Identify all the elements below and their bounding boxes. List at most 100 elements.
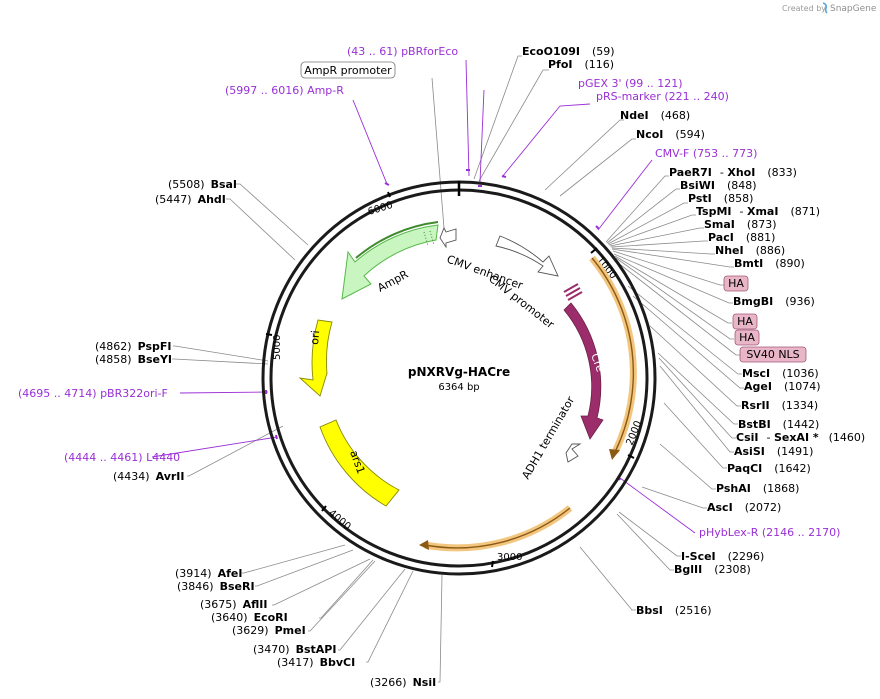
feature-ori[interactable]: ori (298, 319, 333, 397)
site-nhei[interactable]: NheI(886) (715, 244, 785, 257)
tick-label-5000: 5000 (272, 335, 283, 360)
site-pmei[interactable]: (3629)PmeI (232, 624, 306, 637)
site-iscei[interactable]: I-SceI(2296) (681, 550, 764, 563)
position-ticks (265, 191, 635, 568)
tick-label-4000: 4000 (326, 508, 353, 533)
primer-pbrforeco[interactable]: (43 .. 61) pBRforEco (347, 45, 458, 58)
ampr-promoter-box[interactable]: AmpR promoter (300, 61, 396, 79)
ha-tag-box-1[interactable]: HA (723, 275, 749, 292)
ampr-arc (341, 224, 439, 300)
site-ncoi[interactable]: NcoI(594) (636, 128, 705, 141)
ori-arrow (298, 319, 333, 397)
primer-cmvf[interactable]: CMV-F (753 .. 773) (655, 147, 757, 160)
site-bsiwi[interactable]: BsiWI(848) (680, 179, 757, 192)
leader-aflii (272, 558, 371, 606)
site-bstbi[interactable]: BstBI(1442) (738, 418, 819, 431)
site-bsai[interactable]: (5508)BsaI (168, 178, 237, 191)
site-bstapi[interactable]: (3470)BstAPI (253, 643, 336, 656)
site-psti[interactable]: PstI(858) (688, 192, 753, 205)
site-smai[interactable]: SmaI(873) (704, 218, 777, 231)
leader-ecoo109i (473, 55, 522, 180)
ha-tag-box-3[interactable]: HA (734, 329, 760, 346)
tick-mark-1000 (590, 247, 598, 254)
leader-bstapi (338, 568, 406, 651)
leader-ncoi (559, 138, 636, 197)
leader-tspmi (608, 214, 696, 246)
site-pspfi[interactable]: (4862)PspFI (95, 340, 171, 353)
leader-pshai (659, 443, 716, 490)
primer-prs-marker[interactable]: pRS-marker (221 .. 240) (596, 90, 729, 103)
orf-arcs (419, 255, 637, 552)
site-paqci[interactable]: PaqCI(1642) (727, 462, 811, 475)
leader-bbsi (579, 546, 636, 611)
site-ecori[interactable]: (3640)EcoRI (211, 611, 288, 624)
site-bbsi[interactable]: BbsI(2516) (636, 604, 711, 617)
feature-cmv[interactable]: CMV enhancer CMV promoter (445, 235, 559, 331)
site-aflii[interactable]: (3675)AflII (200, 598, 267, 611)
leader-paci (610, 240, 708, 248)
primer-ampr[interactable]: (5997 .. 6016) Amp-R (225, 84, 344, 97)
site-tspmi[interactable]: TspMI- XmaI(871) (696, 205, 820, 218)
site-pshai[interactable]: PshAI(1868) (716, 482, 799, 495)
leader-pmei (308, 560, 376, 632)
site-asci[interactable]: AscI(2072) (707, 501, 781, 514)
site-csii[interactable]: CsiI- SexAI *(1460) (736, 431, 865, 444)
primer-pbr322ori[interactable]: (4695 .. 4714) pBR322ori-F (18, 387, 168, 400)
leader-agei (632, 295, 744, 389)
sv40-nls-box[interactable]: SV40 NLS (739, 346, 807, 363)
leader-asci (641, 486, 707, 509)
leader-iscei (618, 511, 681, 557)
leader-pfoi (478, 69, 549, 182)
site-bmgbi[interactable]: BmgBI(936) (733, 295, 815, 308)
site-bbvci[interactable]: (3417)BbvCI (277, 656, 355, 669)
ampr-hatch (423, 230, 435, 247)
site-ndei[interactable]: NdeI(468) (620, 109, 690, 122)
cmv-enhancer-arrow (495, 235, 559, 277)
cre-arrow (563, 302, 604, 440)
leader-bseyi (172, 358, 269, 365)
leader-nhei (611, 247, 715, 255)
site-bseri[interactable]: (3846)BseRI (177, 580, 255, 593)
primer-pgex3[interactable]: pGEX 3' (99 .. 121) (578, 77, 683, 90)
site-bmti[interactable]: BmtI(890) (734, 257, 805, 270)
tick-mark-5000 (265, 333, 273, 336)
site-nsii[interactable]: (3266)NsiI (370, 676, 436, 689)
feature-ampr-promoter-arrow[interactable] (439, 226, 457, 249)
site-paci[interactable]: PacI(881) (708, 231, 775, 244)
leader-ampr-primer (352, 99, 388, 185)
feature-cre[interactable]: Cre (563, 302, 607, 440)
site-agei[interactable]: AgeI(1074) (744, 380, 821, 393)
ha-tag-box-2[interactable]: HA (732, 313, 758, 330)
feature-ampr[interactable]: AmpR (341, 221, 439, 300)
leader-rsrii (649, 325, 741, 407)
site-bglii[interactable]: BglII(2308) (674, 563, 751, 576)
leader-msci (627, 285, 742, 375)
site-msci[interactable]: MscI(1036) (742, 367, 819, 380)
leader-asisi (659, 365, 734, 453)
credit-brand: SnapGene (830, 4, 877, 14)
site-paer7i[interactable]: PaeR7I- XhoI(833) (669, 166, 797, 179)
ha-tag-label-1: HA (728, 277, 744, 290)
primer-phyblex[interactable]: pHybLex-R (2146 .. 2170) (699, 526, 840, 539)
tick-mark-2000 (627, 454, 635, 459)
site-asisi[interactable]: AsiSI(1491) (734, 445, 813, 458)
site-ecoo109i[interactable]: EcoO109I(59) (522, 45, 615, 58)
credit-prefix: Created by (782, 4, 826, 13)
ha-tag-label-3: HA (739, 331, 755, 344)
site-rsrii[interactable]: RsrII(1334) (741, 399, 818, 412)
site-pfoi[interactable]: PfoI(116) (548, 58, 614, 71)
leader-ha2 (614, 255, 732, 324)
primer-l4440[interactable]: (4444 .. 4461) L4440 (64, 451, 180, 464)
leader-pbr322 (179, 391, 269, 394)
leader-paer7i (605, 175, 669, 243)
site-ahdi[interactable]: (5447)AhdI (155, 193, 226, 206)
feature-ars1[interactable]: ars1 (319, 419, 400, 507)
site-bseyi[interactable]: (4858)BseYI (95, 353, 172, 366)
ori-label: ori (308, 330, 322, 345)
feature-adh1[interactable]: ADH1 terminator (519, 394, 582, 482)
leader-ha1 (612, 250, 724, 286)
site-avrii[interactable]: (4434)AvrII (113, 470, 184, 483)
orf-arc-right-line (591, 257, 634, 453)
site-afei[interactable]: (3914)AfeI (175, 567, 242, 580)
